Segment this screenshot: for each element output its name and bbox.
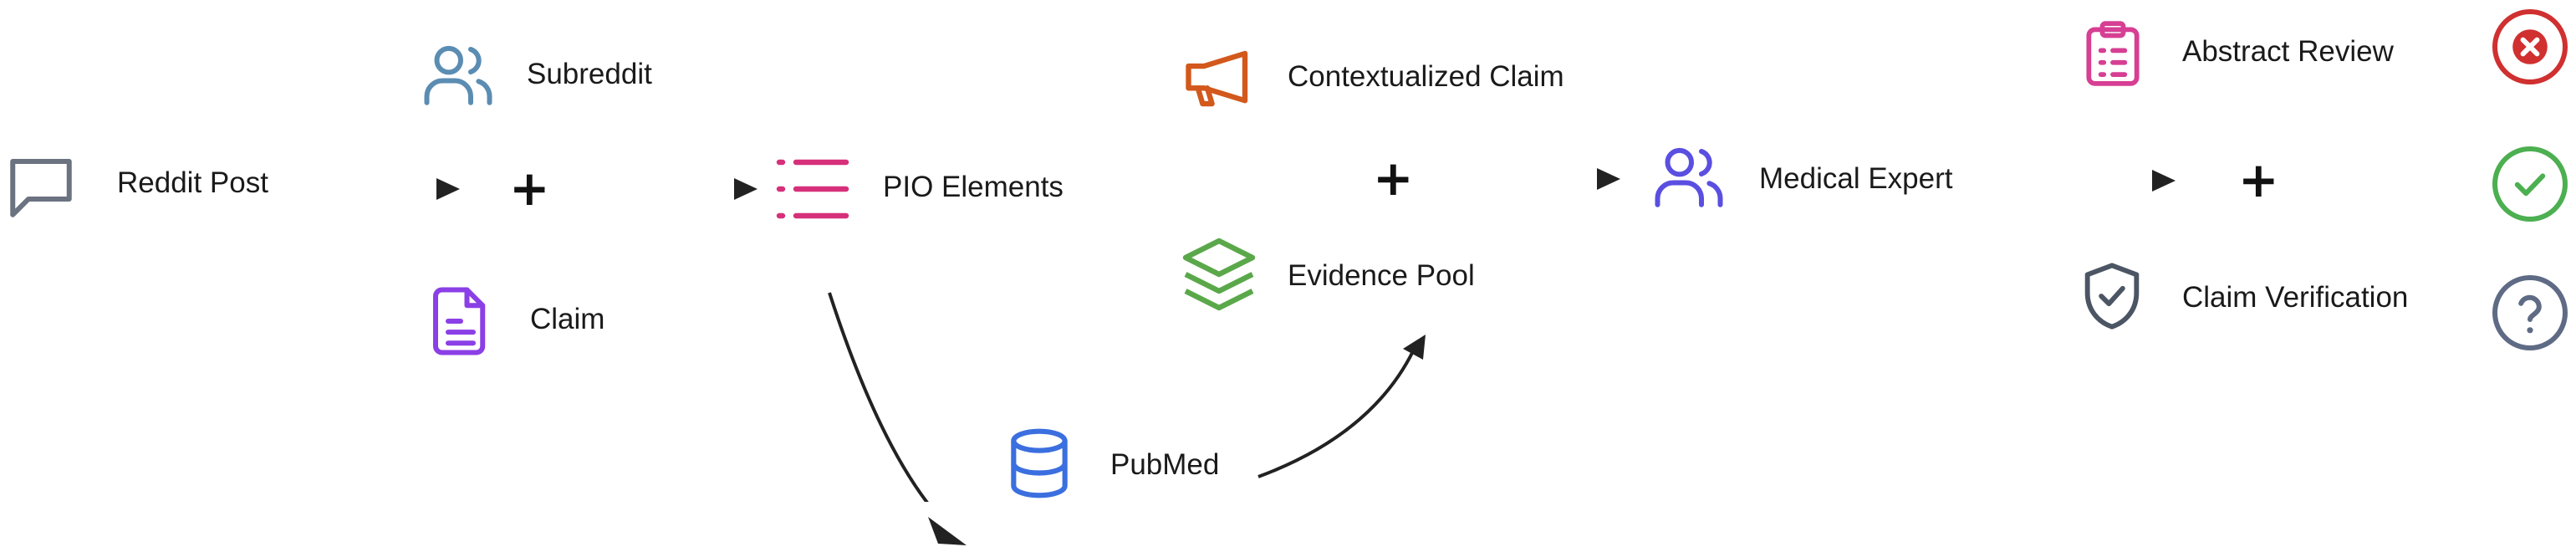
- abstract-review-label: Abstract Review: [2182, 35, 2394, 68]
- reddit-post-label: Reddit Post: [117, 166, 268, 199]
- plus-operator: +: [2238, 151, 2279, 208]
- arrow-plus-to-expert: [1461, 168, 1620, 190]
- contextualized-claim-label: Contextualized Claim: [1288, 60, 1564, 93]
- shield-check-icon: [2084, 263, 2140, 330]
- arrow-plus-to-pio: [595, 178, 757, 200]
- pubmed-label: PubMed: [1110, 448, 1220, 481]
- clipboard-icon: [2086, 21, 2140, 86]
- x-circle-icon: [2492, 9, 2568, 84]
- arrow-pio-to-pubmed: [828, 292, 929, 502]
- check-circle-icon: [2492, 146, 2568, 222]
- layers-icon: [1182, 238, 1256, 311]
- chat-bubble-icon: [10, 159, 72, 217]
- arrow-expert-to-plus: [2015, 170, 2176, 192]
- plus-operator: +: [1373, 150, 1414, 207]
- arrowhead-to-pubmed: [928, 517, 967, 545]
- arrow-reddit-to-plus: [299, 178, 460, 200]
- claim-label: Claim: [530, 303, 605, 335]
- claim-verification-label: Claim Verification: [2182, 281, 2409, 314]
- connectors: [299, 168, 2176, 502]
- evidence-pool-label: Evidence Pool: [1288, 259, 1475, 292]
- question-circle-icon: [2492, 275, 2568, 350]
- document-icon: [433, 287, 486, 355]
- pipeline-diagram: Reddit Post Subreddit + Claim: [10, 9, 2568, 545]
- subreddit-label: Subreddit: [527, 58, 652, 90]
- list-icon: [776, 159, 849, 219]
- database-icon: [1011, 428, 1068, 498]
- arrow-pubmed-to-evidence: [1257, 335, 1426, 478]
- pio-elements-label: PIO Elements: [883, 171, 1064, 203]
- users-icon: [1655, 147, 1723, 207]
- users-icon: [424, 45, 492, 105]
- plus-operator: +: [509, 160, 550, 217]
- megaphone-icon: [1186, 50, 1248, 107]
- medical-expert-label: Medical Expert: [1759, 162, 1953, 195]
